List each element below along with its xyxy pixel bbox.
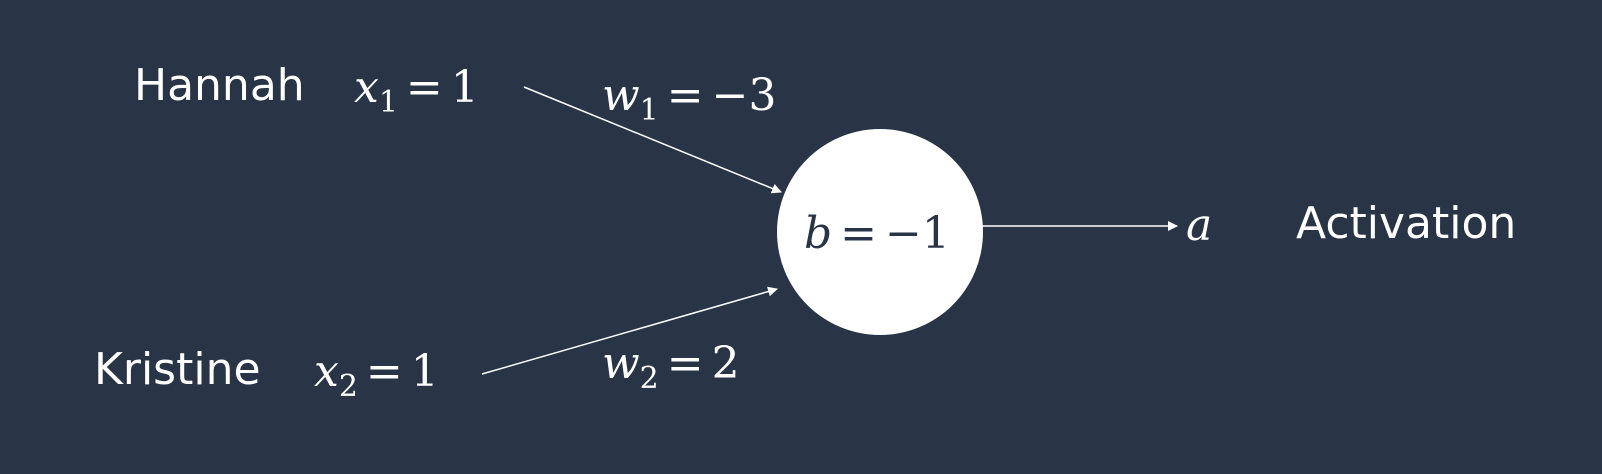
equals-sign: = bbox=[666, 338, 704, 389]
input-x2-subscript: 2 bbox=[338, 369, 358, 404]
input-x2-equation: x2=1 bbox=[314, 350, 439, 402]
output-var: a bbox=[1186, 204, 1212, 248]
equals-sign: = bbox=[840, 208, 878, 259]
weight-w1-value: −3 bbox=[711, 70, 777, 121]
neuron-bias-equation: b=−1 bbox=[804, 212, 950, 256]
input-x2-value: 1 bbox=[410, 346, 439, 397]
weight-w2-var: w bbox=[602, 338, 640, 389]
equals-sign: = bbox=[405, 62, 443, 113]
input-x2-var: x bbox=[314, 346, 339, 397]
input-x1-value: 1 bbox=[450, 62, 479, 113]
output-variable: a bbox=[1186, 200, 1213, 251]
neuron-node bbox=[777, 129, 983, 335]
edge-x2-to-neuron bbox=[481, 286, 778, 375]
equals-sign: = bbox=[365, 346, 403, 397]
weight-w1-equation: w1=−3 bbox=[602, 74, 777, 126]
weight-w2-subscript: 2 bbox=[639, 361, 659, 396]
edge-x1-to-neuron bbox=[523, 86, 782, 194]
input-name-hannah: Hannah bbox=[134, 60, 305, 111]
equals-sign: = bbox=[666, 70, 704, 121]
input-x1-var: x bbox=[354, 62, 379, 113]
weight-w1-subscript: 1 bbox=[639, 93, 659, 128]
weight-w1-var: w bbox=[602, 70, 640, 121]
bias-value: −1 bbox=[885, 208, 950, 259]
weight-w2-value: 2 bbox=[711, 338, 740, 389]
input-x1-equation: x1=1 bbox=[354, 66, 479, 118]
output-label-activation: Activation bbox=[1296, 198, 1517, 249]
input-x1-subscript: 1 bbox=[378, 85, 398, 120]
input-name-kristine: Kristine bbox=[94, 344, 261, 395]
weight-w2-equation: w2=2 bbox=[602, 342, 740, 394]
bias-var: b bbox=[804, 208, 833, 259]
